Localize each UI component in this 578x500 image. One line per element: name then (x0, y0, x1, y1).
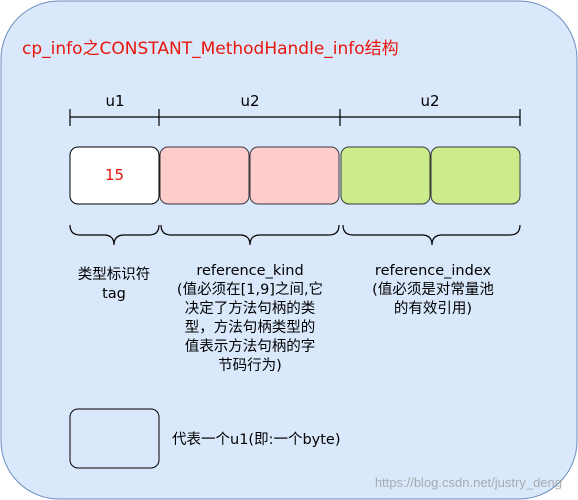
cell-reference-kind-2 (249, 146, 340, 205)
curly-braces (69, 224, 521, 246)
reference-kind-line-3: 型，方法句柄类型的 (184, 320, 316, 336)
brace-reference-index (342, 224, 521, 246)
reference-kind-description: reference_kind (值必须在[1,9]之间,它 决定了方法句柄的类 … (160, 262, 340, 376)
legend-box (69, 408, 160, 469)
tag-description-name: tag (102, 286, 126, 302)
tag-value: 15 (104, 166, 125, 184)
size-dimension-lines (69, 109, 521, 126)
tag-description: 类型标识符 tag (64, 266, 164, 304)
cell-reference-index-2 (430, 146, 521, 205)
reference-kind-line-2: 决定了方法句柄的类 (184, 301, 316, 317)
cell-tag (69, 146, 160, 205)
reference-kind-line-1: (值必须在[1,9]之间,它 (176, 282, 324, 298)
tag-description-title: 类型标识符 (77, 267, 151, 283)
cell-reference-index-1 (340, 146, 431, 205)
size-label-u2-kind: u2 (240, 92, 260, 110)
reference-index-description: reference_index (值必须是对常量池 的有效引用) (343, 262, 523, 319)
brace-reference-kind (160, 224, 340, 246)
size-label-u1: u1 (105, 92, 125, 110)
cell-reference-kind-1 (159, 146, 250, 205)
watermark: https://blog.csdn.net/justry_deng (374, 475, 562, 490)
reference-index-line-2: 的有效引用) (393, 301, 473, 317)
reference-kind-name: reference_kind (196, 263, 304, 279)
reference-index-name: reference_index (374, 263, 492, 279)
size-label-u2-index: u2 (420, 92, 440, 110)
brace-tag (69, 224, 160, 246)
diagram-title: cp_info之CONSTANT_MethodHandle_info结构 (22, 39, 399, 59)
reference-kind-line-4: 值表示方法句柄的字 (184, 339, 316, 355)
reference-index-line-1: (值必须是对常量池 (372, 282, 494, 298)
legend-text: 代表一个u1(即:一个byte) (172, 432, 341, 448)
reference-kind-line-5: 节码行为) (218, 358, 282, 374)
